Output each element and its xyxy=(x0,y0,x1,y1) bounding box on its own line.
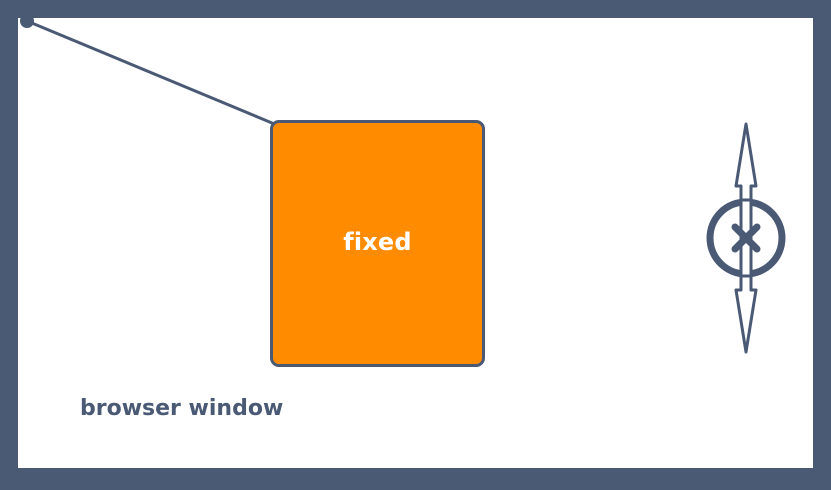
up-arrow-icon xyxy=(734,122,758,207)
no-scroll-icon xyxy=(706,122,786,354)
fixed-label: fixed xyxy=(343,227,412,256)
browser-window-label: browser window xyxy=(80,396,284,421)
x-mark-icon xyxy=(731,223,761,253)
down-arrow-icon xyxy=(734,269,758,354)
connector-line xyxy=(25,19,274,125)
fixed-element: fixed xyxy=(270,120,485,367)
anchor-dot-icon xyxy=(20,14,34,28)
